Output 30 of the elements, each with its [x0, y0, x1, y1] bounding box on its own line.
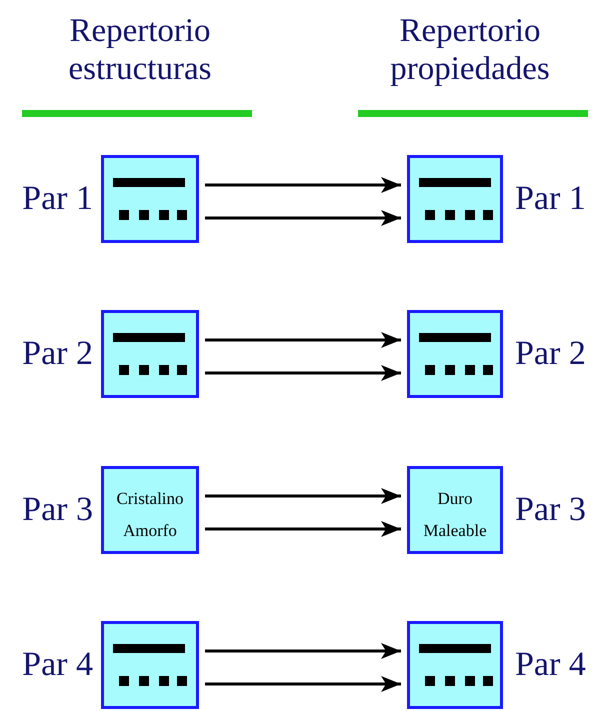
text-box [101, 466, 199, 554]
symbol-box [407, 621, 503, 709]
node-text: Amorfo [122, 521, 178, 541]
pair-label: Par 4 [22, 645, 93, 685]
pair-label: Par 2 [22, 334, 93, 374]
pair-label: Par 1 [22, 179, 93, 219]
symbol-box [101, 621, 199, 709]
pair-label: Par 3 [22, 490, 93, 530]
symbol-box [407, 310, 503, 398]
arrow [205, 488, 401, 504]
pair-label: Par 4 [515, 645, 586, 685]
arrow [205, 210, 401, 226]
symbol-box [101, 155, 199, 243]
node-text: Cristalino [115, 489, 185, 509]
symbol-box [407, 155, 503, 243]
arrow [205, 521, 401, 537]
pair-label: Par 3 [515, 490, 586, 530]
symbol-box [101, 310, 199, 398]
arrow [205, 643, 401, 659]
column-heading: Repertorio estructuras [68, 12, 212, 88]
node-text: Duro [436, 489, 474, 509]
column-heading: Repertorio propiedades [389, 12, 551, 88]
arrow [205, 177, 401, 193]
arrow [205, 365, 401, 381]
arrow [205, 332, 401, 348]
text-box [407, 466, 503, 554]
pair-label: Par 1 [515, 179, 586, 219]
arrow [205, 676, 401, 692]
node-text: Maleable [422, 521, 488, 541]
pair-label: Par 2 [515, 334, 586, 374]
